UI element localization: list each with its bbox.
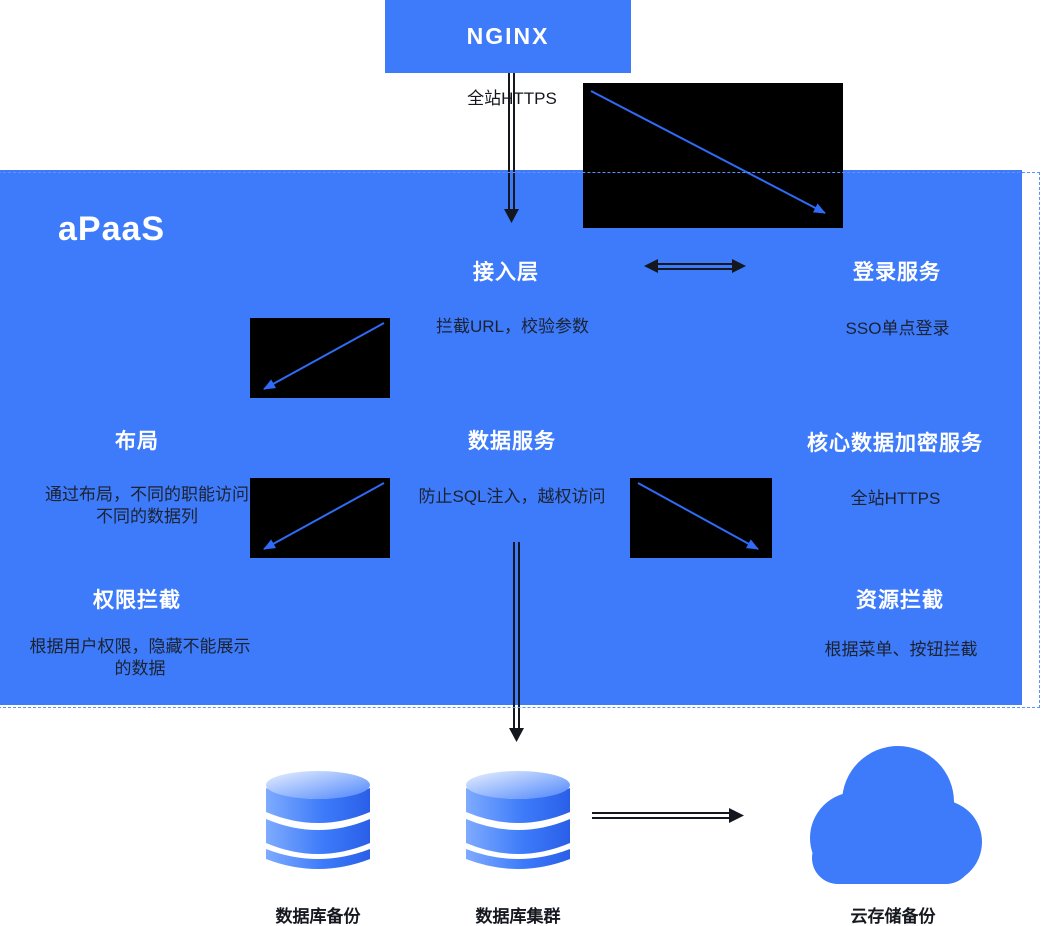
layout-title: 布局 — [115, 430, 159, 453]
database-cluster-icon — [466, 771, 570, 869]
diagonal-arrow-icon — [637, 482, 759, 550]
encryption-service-title: 核心数据加密服务 — [807, 432, 983, 455]
login-service-title: 登录服务 — [853, 261, 941, 284]
decorative-block-top — [583, 83, 843, 228]
cloud-backup-label: 云存储备份 — [850, 907, 936, 926]
decorative-block-b — [250, 478, 390, 558]
db-cluster-label: 数据库集群 — [475, 907, 561, 926]
resource-intercept-desc: 根据菜单、按钮拦截 — [824, 640, 978, 659]
nginx-node: NGINX — [385, 0, 631, 73]
layout-desc: 通过布局，不同的职能访问 不同的数据列 — [45, 485, 249, 527]
resource-intercept-title: 资源拦截 — [856, 589, 944, 612]
https-caption: 全站HTTPS — [467, 89, 557, 108]
diagonal-arrow-icon — [263, 482, 385, 550]
permission-intercept-desc: 根据用户权限，隐藏不能展示 的数据 — [29, 637, 251, 679]
apaas-title: aPaaS — [58, 210, 166, 248]
decorative-block-c — [630, 478, 772, 558]
nginx-label: NGINX — [466, 23, 550, 49]
cloud-storage-icon — [810, 746, 982, 884]
db-backup-label: 数据库备份 — [275, 907, 361, 926]
encryption-service-desc: 全站HTTPS — [850, 489, 941, 508]
decorative-block-a — [250, 318, 390, 398]
database-backup-icon — [266, 771, 370, 869]
nginx-to-access-arrow-icon — [504, 73, 519, 223]
db-to-cloud-arrow-icon — [592, 808, 744, 823]
apaas-panel: aPaaS — [0, 170, 1022, 705]
permission-intercept-title: 权限拦截 — [93, 589, 181, 612]
diagonal-arrow-icon — [263, 322, 385, 390]
data-service-title: 数据服务 — [468, 430, 556, 453]
dataservice-to-db-arrow-icon — [509, 542, 524, 742]
diagonal-arrow-icon — [590, 90, 826, 214]
data-service-desc: 防止SQL注入，越权访问 — [418, 487, 606, 506]
access-layer-desc: 拦截URL，校验参数 — [435, 317, 589, 336]
login-service-desc: SSO单点登录 — [845, 319, 950, 338]
access-login-arrow-icon — [644, 259, 746, 273]
access-layer-title: 接入层 — [473, 261, 539, 284]
